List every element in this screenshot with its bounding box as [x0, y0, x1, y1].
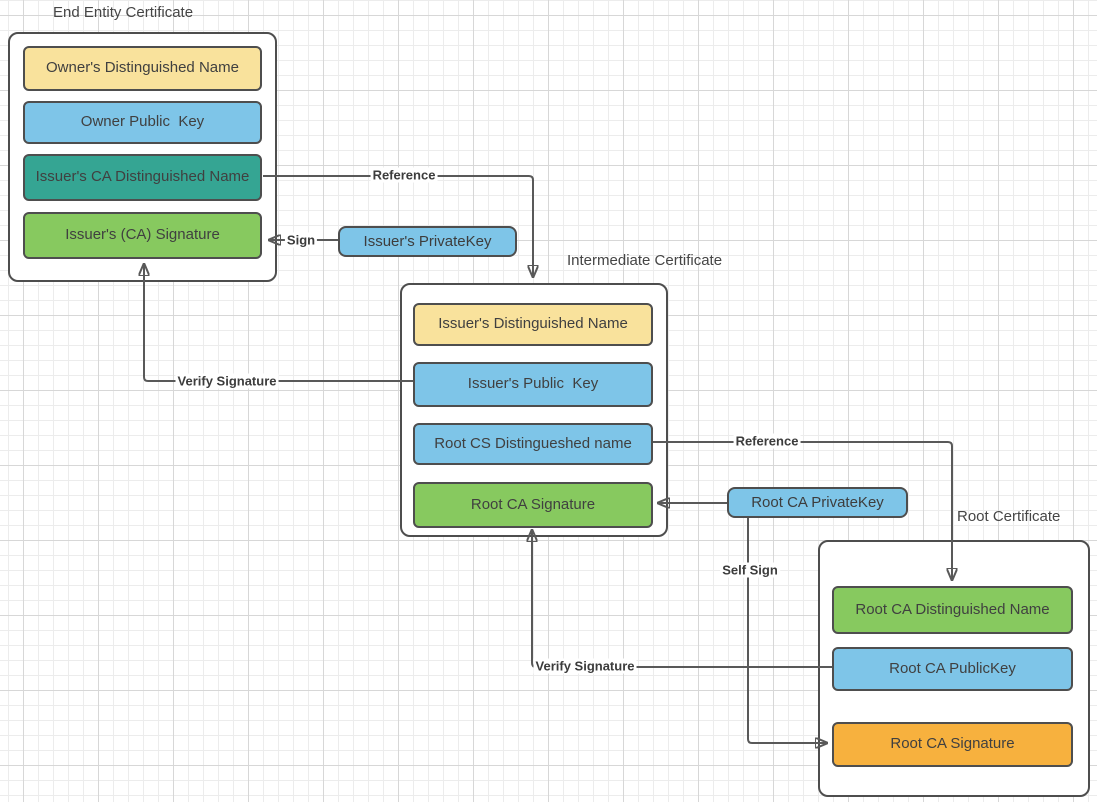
end-entity-certificate-title: End Entity Certificate: [53, 4, 194, 21]
end-entity-certificate-box: Owner's Distinguished Name Owner Public …: [8, 32, 277, 282]
field-issuers-ca-distinguished-name: Issuer's CA Distinguished Name: [23, 154, 262, 201]
field-label: Issuer's Distinguished Name: [438, 315, 628, 333]
arrow-label-verify-signature-1: Verify Signature: [175, 373, 279, 389]
field-label: Root CS Distingueshed name: [434, 434, 632, 452]
arrow-label-self-sign: Self Sign: [720, 562, 780, 578]
field-issuers-public-key: Issuer's Public Key: [413, 362, 653, 407]
arrow-verify-signature-root-to-intermediate: [532, 530, 832, 668]
field-owner-public-key: Owner Public Key: [23, 101, 262, 144]
key-label: Root CA PrivateKey: [751, 494, 884, 511]
intermediate-certificate-title: Intermediate Certificate: [567, 252, 723, 269]
field-label: Root CA Signature: [890, 735, 1015, 753]
field-root-ca-signature: Root CA Signature: [413, 482, 653, 528]
root-certificate-title: Root Certificate: [957, 508, 1061, 525]
field-label: Root CA Distinguished Name: [855, 600, 1050, 618]
arrow-label-sign: Sign: [284, 232, 318, 248]
field-root-ca-distinguished-name: Root CA Distinguished Name: [832, 586, 1073, 634]
field-owners-distinguished-name: Owner's Distinguished Name: [23, 46, 262, 91]
arrow-label-reference-1: Reference: [370, 167, 438, 183]
field-root-ca-signature-orange: Root CA Signature: [832, 722, 1073, 767]
field-issuers-ca-signature: Issuer's (CA) Signature: [23, 212, 262, 259]
field-label: Owner's Distinguished Name: [46, 59, 239, 77]
field-label: Issuer's CA Distinguished Name: [35, 168, 250, 186]
arrow-self-sign: [747, 518, 827, 743]
field-label: Root CA PublicKey: [889, 659, 1016, 677]
field-label: Issuer's Public Key: [467, 375, 599, 393]
field-issuers-distinguished-name: Issuer's Distinguished Name: [413, 303, 653, 346]
field-root-ca-publickey: Root CA PublicKey: [832, 647, 1073, 691]
field-label: Root CA Signature: [470, 495, 596, 513]
field-root-cs-distingueshed-name: Root CS Distingueshed name: [413, 423, 653, 465]
root-certificate-box: Root CA Distinguished Name Root CA Publi…: [818, 540, 1090, 797]
issuers-private-key-box: Issuer's PrivateKey: [338, 226, 517, 257]
intermediate-certificate-box: Issuer's Distinguished Name Issuer's Pub…: [400, 283, 668, 537]
field-label: Owner Public Key: [80, 113, 205, 131]
arrow-label-reference-2: Reference: [733, 433, 801, 449]
arrow-label-verify-signature-2: Verify Signature: [533, 658, 637, 674]
field-label: Issuer's (CA) Signature: [65, 226, 220, 244]
root-ca-private-key-box: Root CA PrivateKey: [727, 487, 908, 518]
key-label: Issuer's PrivateKey: [363, 233, 492, 250]
